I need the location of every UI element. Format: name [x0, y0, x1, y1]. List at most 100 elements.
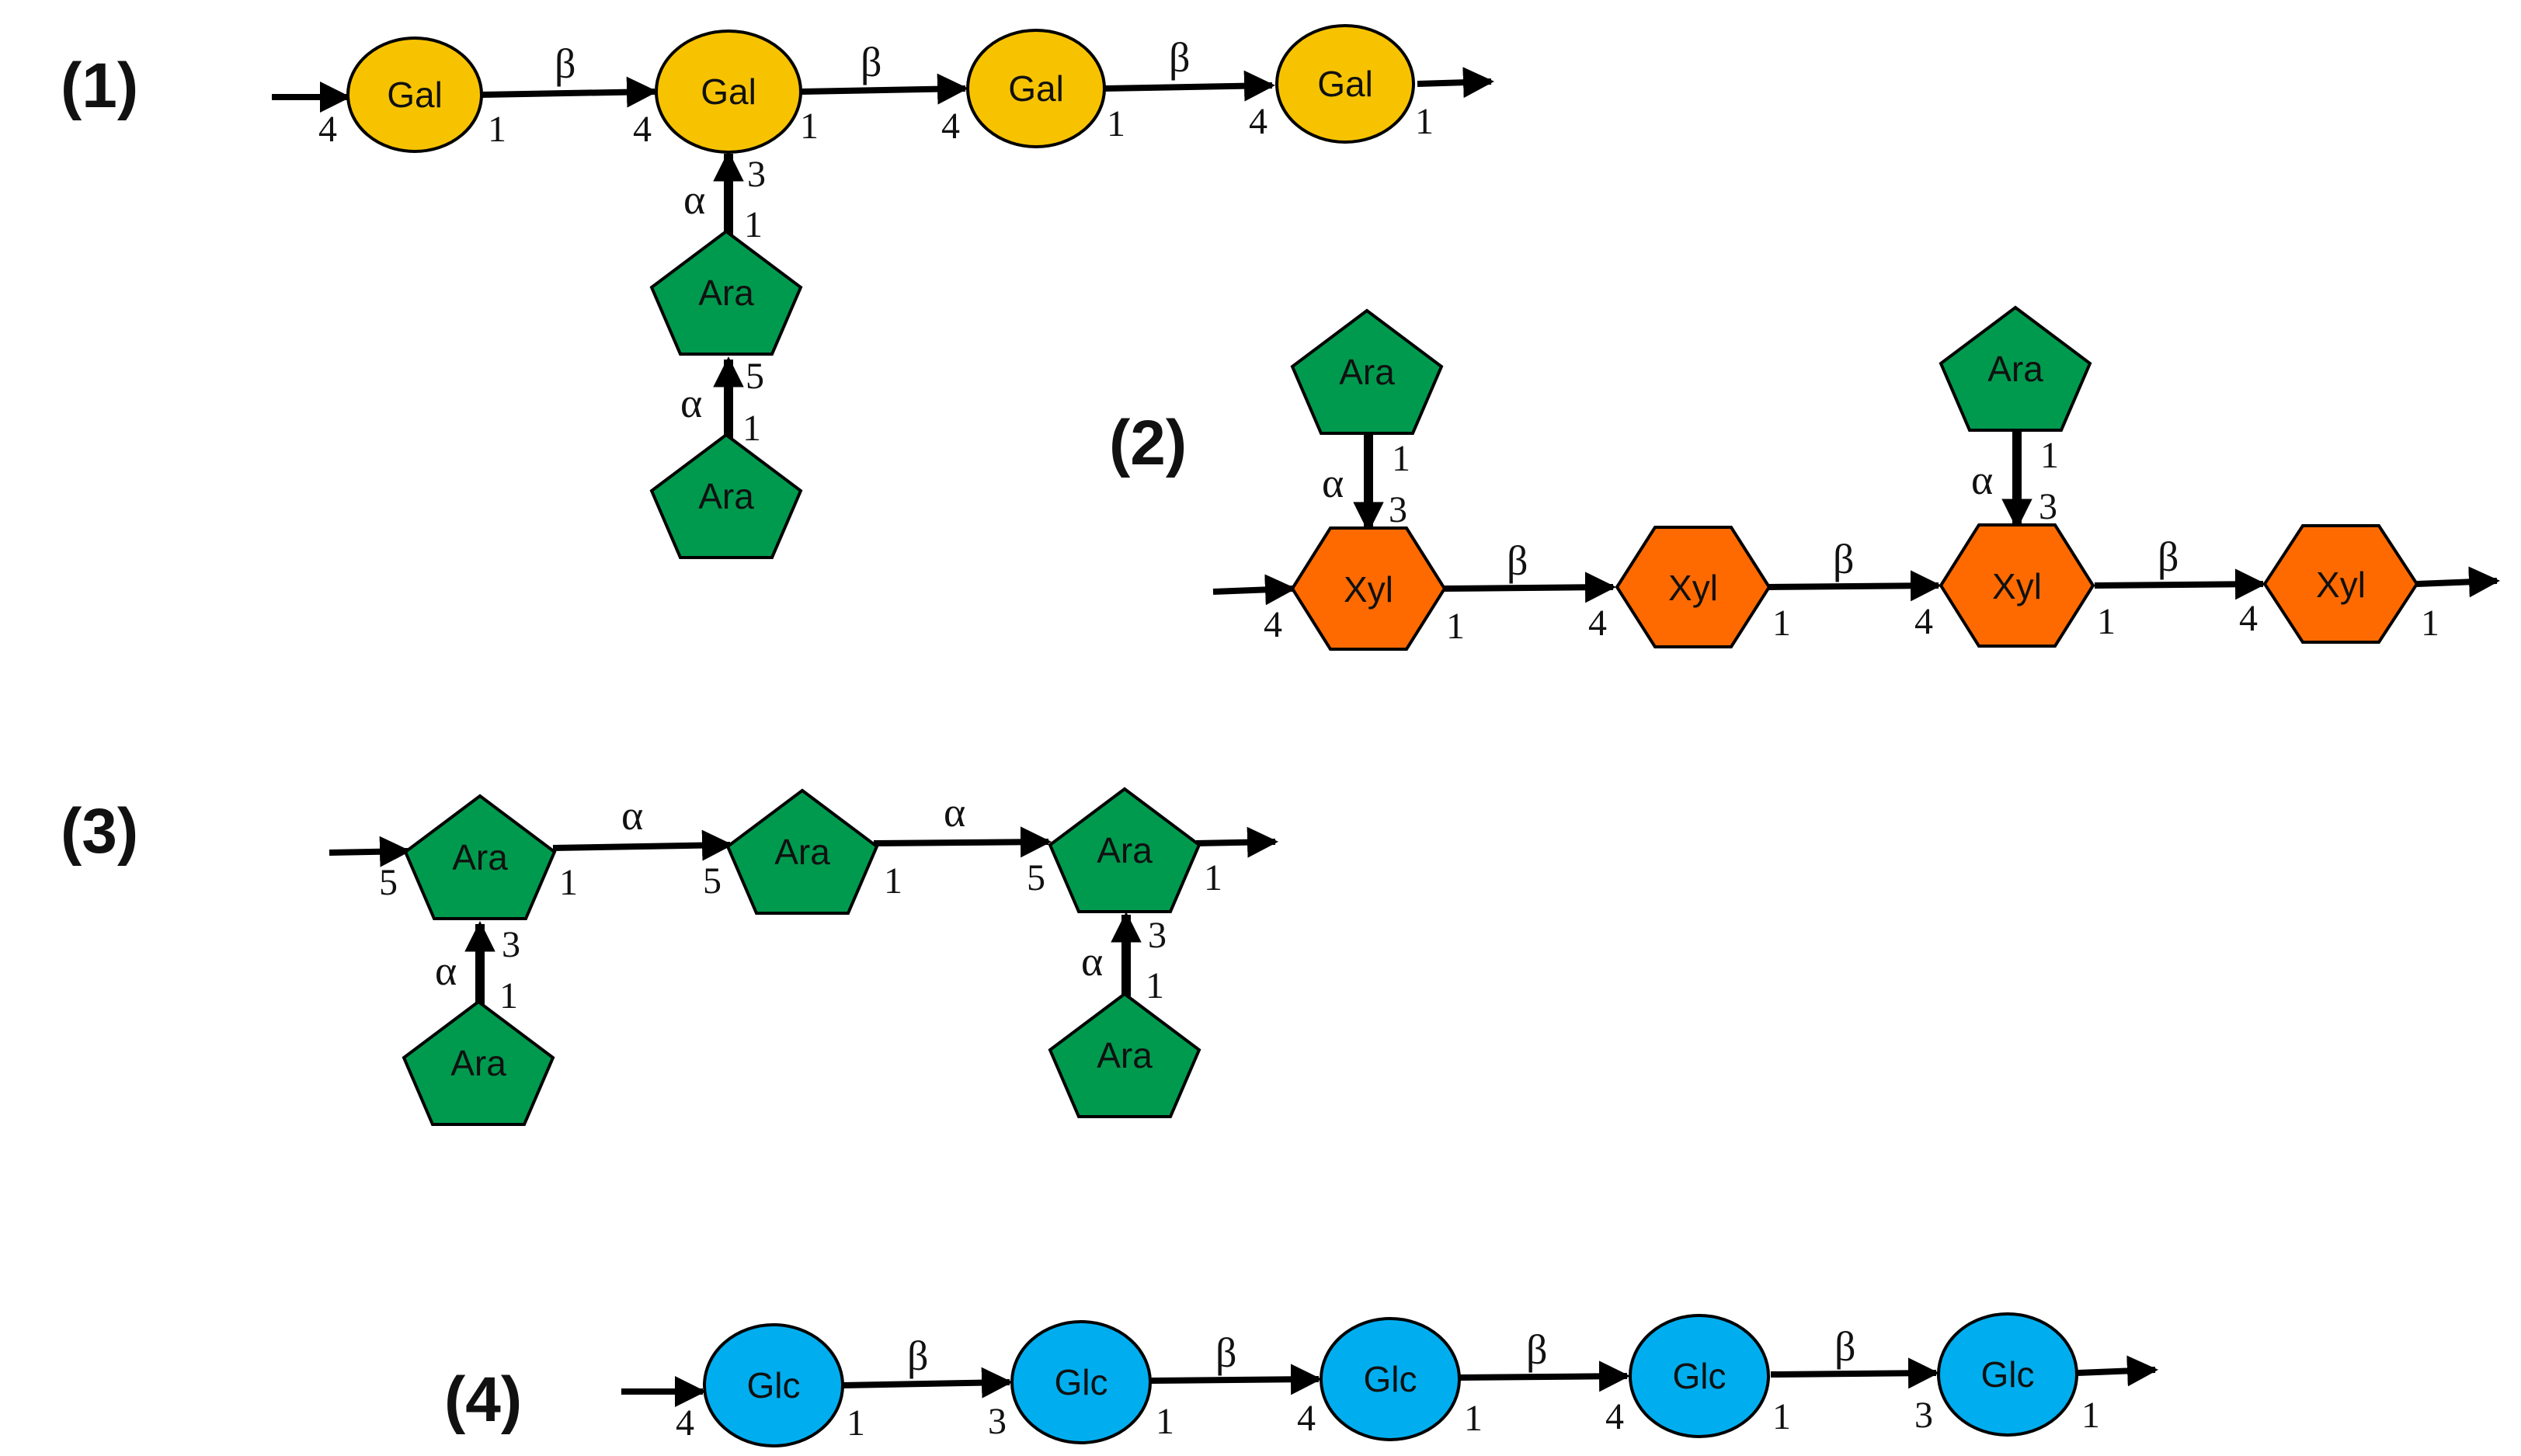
position-number: 4	[2239, 598, 2258, 639]
position-number: 1	[1146, 965, 1164, 1006]
position-number: 4	[633, 109, 652, 150]
position-number: 1	[2040, 435, 2059, 476]
xyl-residue: Xyl	[1939, 523, 2095, 648]
glc-ellipse-shape	[1010, 1320, 1152, 1444]
glycosidic-bond	[1768, 570, 1942, 602]
glycosidic-bond	[1770, 1357, 1939, 1389]
anomeric-config: β	[907, 1333, 928, 1379]
xyl-residue: Xyl	[1615, 526, 1772, 648]
position-number: 3	[747, 154, 766, 195]
residue-name: Xyl	[1344, 569, 1393, 610]
position-number: 1	[1156, 1401, 1174, 1442]
anomeric-config: α	[435, 947, 457, 994]
residue-name: Gal	[701, 71, 756, 112]
anomeric-config: α	[1971, 457, 1993, 503]
gal-residue: Gal	[655, 30, 802, 154]
xyl-hexagon-shape	[2262, 524, 2419, 644]
position-number: 1	[847, 1402, 865, 1444]
ara-pentagon-shape	[1939, 305, 2092, 432]
structure-3: (3) Ara Ara Ara Ara Ara 5 1 5 1	[61, 787, 1278, 1126]
position-number: 4	[1605, 1396, 1624, 1437]
residue-name: Xyl	[1992, 566, 2042, 606]
position-number: 1	[488, 109, 506, 150]
residue-name: Gal	[1008, 68, 1064, 109]
position-number: 1	[744, 204, 763, 245]
glycosidic-bond	[1459, 1360, 1630, 1392]
position-number: 1	[884, 860, 902, 902]
position-number: 1	[1204, 857, 1222, 898]
position-number: 1	[2097, 601, 2116, 642]
residue-name: Ara	[698, 273, 754, 313]
residue-name: Ara	[698, 476, 754, 516]
glycosidic-bond	[481, 76, 658, 108]
ara-pentagon-shape	[1048, 787, 1201, 913]
gal-residue: Gal	[346, 36, 483, 153]
position-number: 5	[1027, 857, 1045, 898]
ara-residue: Ara	[1048, 992, 1201, 1118]
glc-residue: Glc	[1320, 1317, 1461, 1441]
residue-name: Ara	[450, 1043, 506, 1083]
position-number: 3	[1148, 915, 1167, 956]
position-number: 1	[800, 106, 819, 147]
glc-ellipse-shape	[1629, 1314, 1770, 1438]
residue-name: Ara	[452, 837, 508, 877]
anomeric-config: β	[1526, 1326, 1547, 1373]
position-number: 4	[1914, 601, 1933, 642]
residue-name: Glc	[1981, 1354, 2035, 1395]
structure-label: (2)	[1109, 408, 1187, 478]
position-number: 3	[1914, 1395, 1933, 1436]
xyl-hexagon-shape	[1290, 526, 1447, 651]
residue-name: Ara	[1339, 352, 1395, 392]
ara-residue: Ara	[1048, 787, 1201, 913]
residue-name: Glc	[747, 1365, 801, 1406]
anomeric-config: β	[1507, 537, 1528, 584]
position-number: 1	[559, 862, 578, 903]
residue-name: Glc	[1673, 1356, 1726, 1396]
glc-ellipse-shape	[703, 1323, 844, 1447]
outgoing-arrow	[2416, 566, 2500, 598]
glc-residue: Glc	[1010, 1320, 1152, 1444]
anomeric-config: α	[621, 792, 643, 839]
position-number: 3	[988, 1401, 1007, 1442]
residue-name: Gal	[1317, 64, 1373, 104]
position-number: 1	[1415, 101, 1434, 142]
residue-name: Glc	[1364, 1359, 1417, 1399]
glycosidic-bond	[2094, 568, 2266, 600]
anomeric-config: α	[680, 380, 702, 426]
anomeric-config: α	[1322, 460, 1344, 506]
anomeric-config: β	[1169, 34, 1190, 81]
xyl-hexagon-shape	[1615, 526, 1772, 648]
glycosidic-bond	[1150, 1364, 1322, 1395]
position-number: 1	[499, 975, 518, 1016]
position-number: 4	[941, 106, 960, 147]
structure-2: (2) Ara Ara Xyl Xyl Xyl Xyl	[1109, 305, 2500, 651]
position-number: 4	[1297, 1398, 1316, 1439]
anomeric-config: β	[1833, 536, 1854, 582]
incoming-arrow	[1212, 574, 1296, 606]
position-number: 1	[2081, 1395, 2100, 1436]
gal-ellipse-shape	[346, 36, 483, 153]
position-number: 5	[746, 356, 764, 397]
glycosidic-bond	[873, 826, 1052, 858]
incoming-arrow	[329, 836, 411, 867]
position-number: 1	[1772, 1396, 1791, 1437]
xyl-hexagon-shape	[1939, 523, 2095, 648]
glycosidic-bond	[842, 1367, 1013, 1399]
outgoing-arrow	[1417, 67, 1494, 99]
residue-name: Gal	[387, 75, 443, 115]
position-number: 4	[1264, 604, 1282, 645]
structure-1: (1) Gal Gal Gal Gal Ara Ara	[61, 24, 1494, 559]
position-number: 5	[379, 862, 398, 903]
xyl-residue: Xyl	[2262, 524, 2419, 644]
residue-name: Glc	[1055, 1362, 1108, 1402]
glc-residue: Glc	[1937, 1312, 2078, 1437]
ara-pentagon-shape	[1048, 992, 1201, 1118]
glc-residue: Glc	[1629, 1314, 1770, 1438]
position-number: 1	[742, 408, 761, 449]
position-number: 4	[1249, 101, 1267, 142]
position-number: 1	[1107, 103, 1125, 144]
gal-residue: Gal	[966, 29, 1106, 148]
residue-name: Ara	[1097, 830, 1153, 870]
glycosidic-bond	[801, 73, 968, 105]
residue-name: Xyl	[1668, 568, 1718, 608]
